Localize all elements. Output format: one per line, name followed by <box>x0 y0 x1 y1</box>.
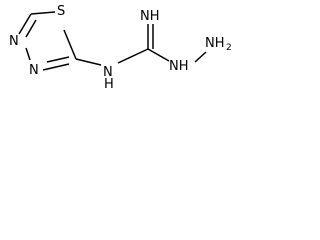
atom-imine-label: NH <box>140 9 160 24</box>
atom-n4-label: N <box>29 63 39 78</box>
atom-amine-h-label: H <box>104 77 114 92</box>
bond-hydrazine-terminal <box>194 51 207 63</box>
atom-n3-label: N <box>9 34 19 49</box>
bond-c5-n4-double <box>46 56 70 63</box>
bond-s1-c5 <box>63 29 77 60</box>
atom-s1-label: S <box>57 4 65 19</box>
bond-n4-n3 <box>25 47 31 61</box>
atom-terminal-subscript: 2 <box>226 43 232 53</box>
bond-c5-amine <box>75 58 102 66</box>
chemical-structure: S N N NH N H NH NH 2 <box>9 4 232 92</box>
bond-c5-n4 <box>42 63 70 71</box>
bond-cguan-hydrazine <box>147 48 170 62</box>
atom-terminal-label: NH <box>205 36 225 51</box>
bond-n3-c2-double <box>25 19 37 38</box>
bond-amine-cguan <box>117 48 149 64</box>
bond-c2-s1 <box>30 11 56 15</box>
atom-amine-n-label: N <box>103 65 113 80</box>
atom-hydrazine-label: NH <box>169 59 189 74</box>
bond-n3-c2 <box>18 13 32 35</box>
